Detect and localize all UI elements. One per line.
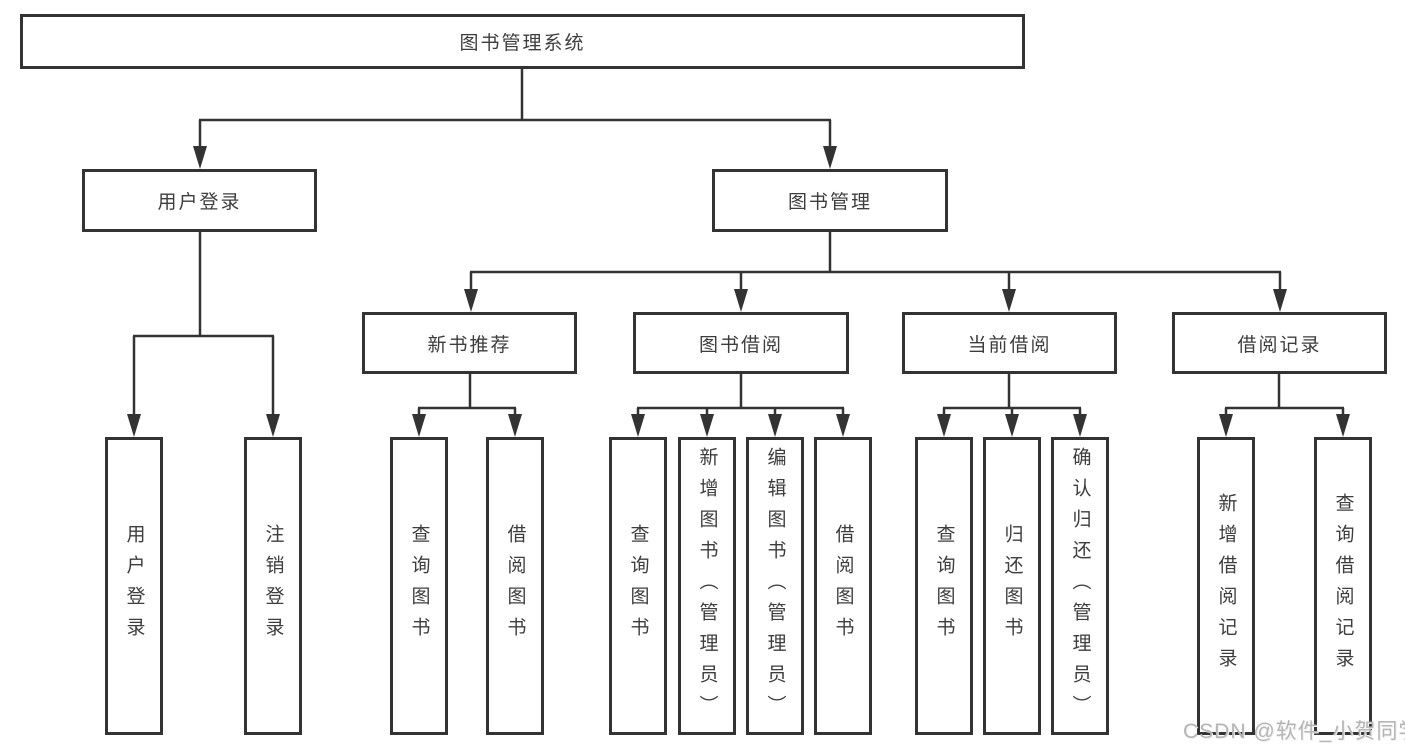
connector-book-management-children	[464, 232, 1287, 312]
leaf-bookborrow-borrow-books-label: 借阅图书	[832, 524, 854, 648]
connector-book-borrow-children	[631, 374, 850, 437]
leaf-logout: 注销登录	[244, 437, 302, 735]
node-user-login-label: 用户登录	[157, 192, 242, 213]
connector-new-book-children	[412, 374, 522, 437]
leaf-logout-label: 注销登录	[262, 524, 284, 648]
leaf-currentborrow-return-books-label: 归还图书	[1001, 524, 1023, 648]
node-root-label: 图书管理系统	[459, 33, 586, 54]
leaf-records-query-borrow-record: 查询借阅记录	[1314, 437, 1372, 735]
leaf-newbook-query-books: 查询图书	[390, 437, 448, 735]
leaf-bookborrow-edit-books-admin-label: 编辑图书（管理员）	[764, 446, 786, 726]
node-borrow-records-label: 借阅记录	[1237, 334, 1322, 356]
node-borrow-records: 借阅记录	[1172, 312, 1387, 374]
leaf-bookborrow-query-books: 查询图书	[609, 437, 667, 735]
leaf-bookborrow-edit-books-admin: 编辑图书（管理员）	[746, 437, 804, 735]
leaf-bookborrow-add-books-admin: 新增图书（管理员）	[678, 437, 736, 735]
leaf-user-login-label: 用户登录	[123, 524, 145, 648]
node-new-book-recommend-label: 新书推荐	[427, 334, 512, 356]
leaf-currentborrow-confirm-return-admin: 确认归还（管理员）	[1051, 437, 1109, 735]
leaf-currentborrow-query-books: 查询图书	[915, 437, 973, 735]
connector-current-borrow-children	[937, 374, 1087, 437]
leaf-newbook-borrow-books-label: 借阅图书	[504, 524, 526, 648]
leaf-newbook-query-books-label: 查询图书	[408, 524, 430, 648]
leaf-newbook-borrow-books: 借阅图书	[486, 437, 544, 735]
node-root: 图书管理系统	[20, 14, 1025, 69]
node-current-borrow: 当前借阅	[902, 312, 1117, 374]
connector-root-to-level2	[193, 69, 837, 169]
leaf-records-add-borrow-record-label: 新增借阅记录	[1215, 493, 1237, 679]
leaf-currentborrow-query-books-label: 查询图书	[933, 524, 955, 648]
connector-borrow-records-children	[1219, 374, 1350, 437]
csdn-watermark: CSDN @软件_小贺同学	[1183, 720, 1405, 743]
node-book-management: 图书管理	[712, 169, 948, 232]
node-book-borrow-label: 图书借阅	[698, 334, 783, 356]
leaf-bookborrow-query-books-label: 查询图书	[627, 524, 649, 648]
node-user-login: 用户登录	[82, 169, 317, 232]
leaf-records-add-borrow-record: 新增借阅记录	[1197, 437, 1255, 735]
node-new-book-recommend: 新书推荐	[362, 312, 577, 374]
leaf-currentborrow-return-books: 归还图书	[983, 437, 1041, 735]
leaf-user-login: 用户登录	[105, 437, 163, 735]
leaf-records-query-borrow-record-label: 查询借阅记录	[1332, 493, 1354, 679]
connector-user-login-children	[127, 232, 280, 437]
leaf-bookborrow-add-books-admin-label: 新增图书（管理员）	[696, 446, 718, 726]
node-book-management-label: 图书管理	[787, 192, 872, 213]
node-current-borrow-label: 当前借阅	[967, 334, 1052, 356]
leaf-currentborrow-confirm-return-admin-label: 确认归还（管理员）	[1069, 446, 1091, 726]
node-book-borrow: 图书借阅	[633, 312, 849, 374]
leaf-bookborrow-borrow-books: 借阅图书	[814, 437, 872, 735]
